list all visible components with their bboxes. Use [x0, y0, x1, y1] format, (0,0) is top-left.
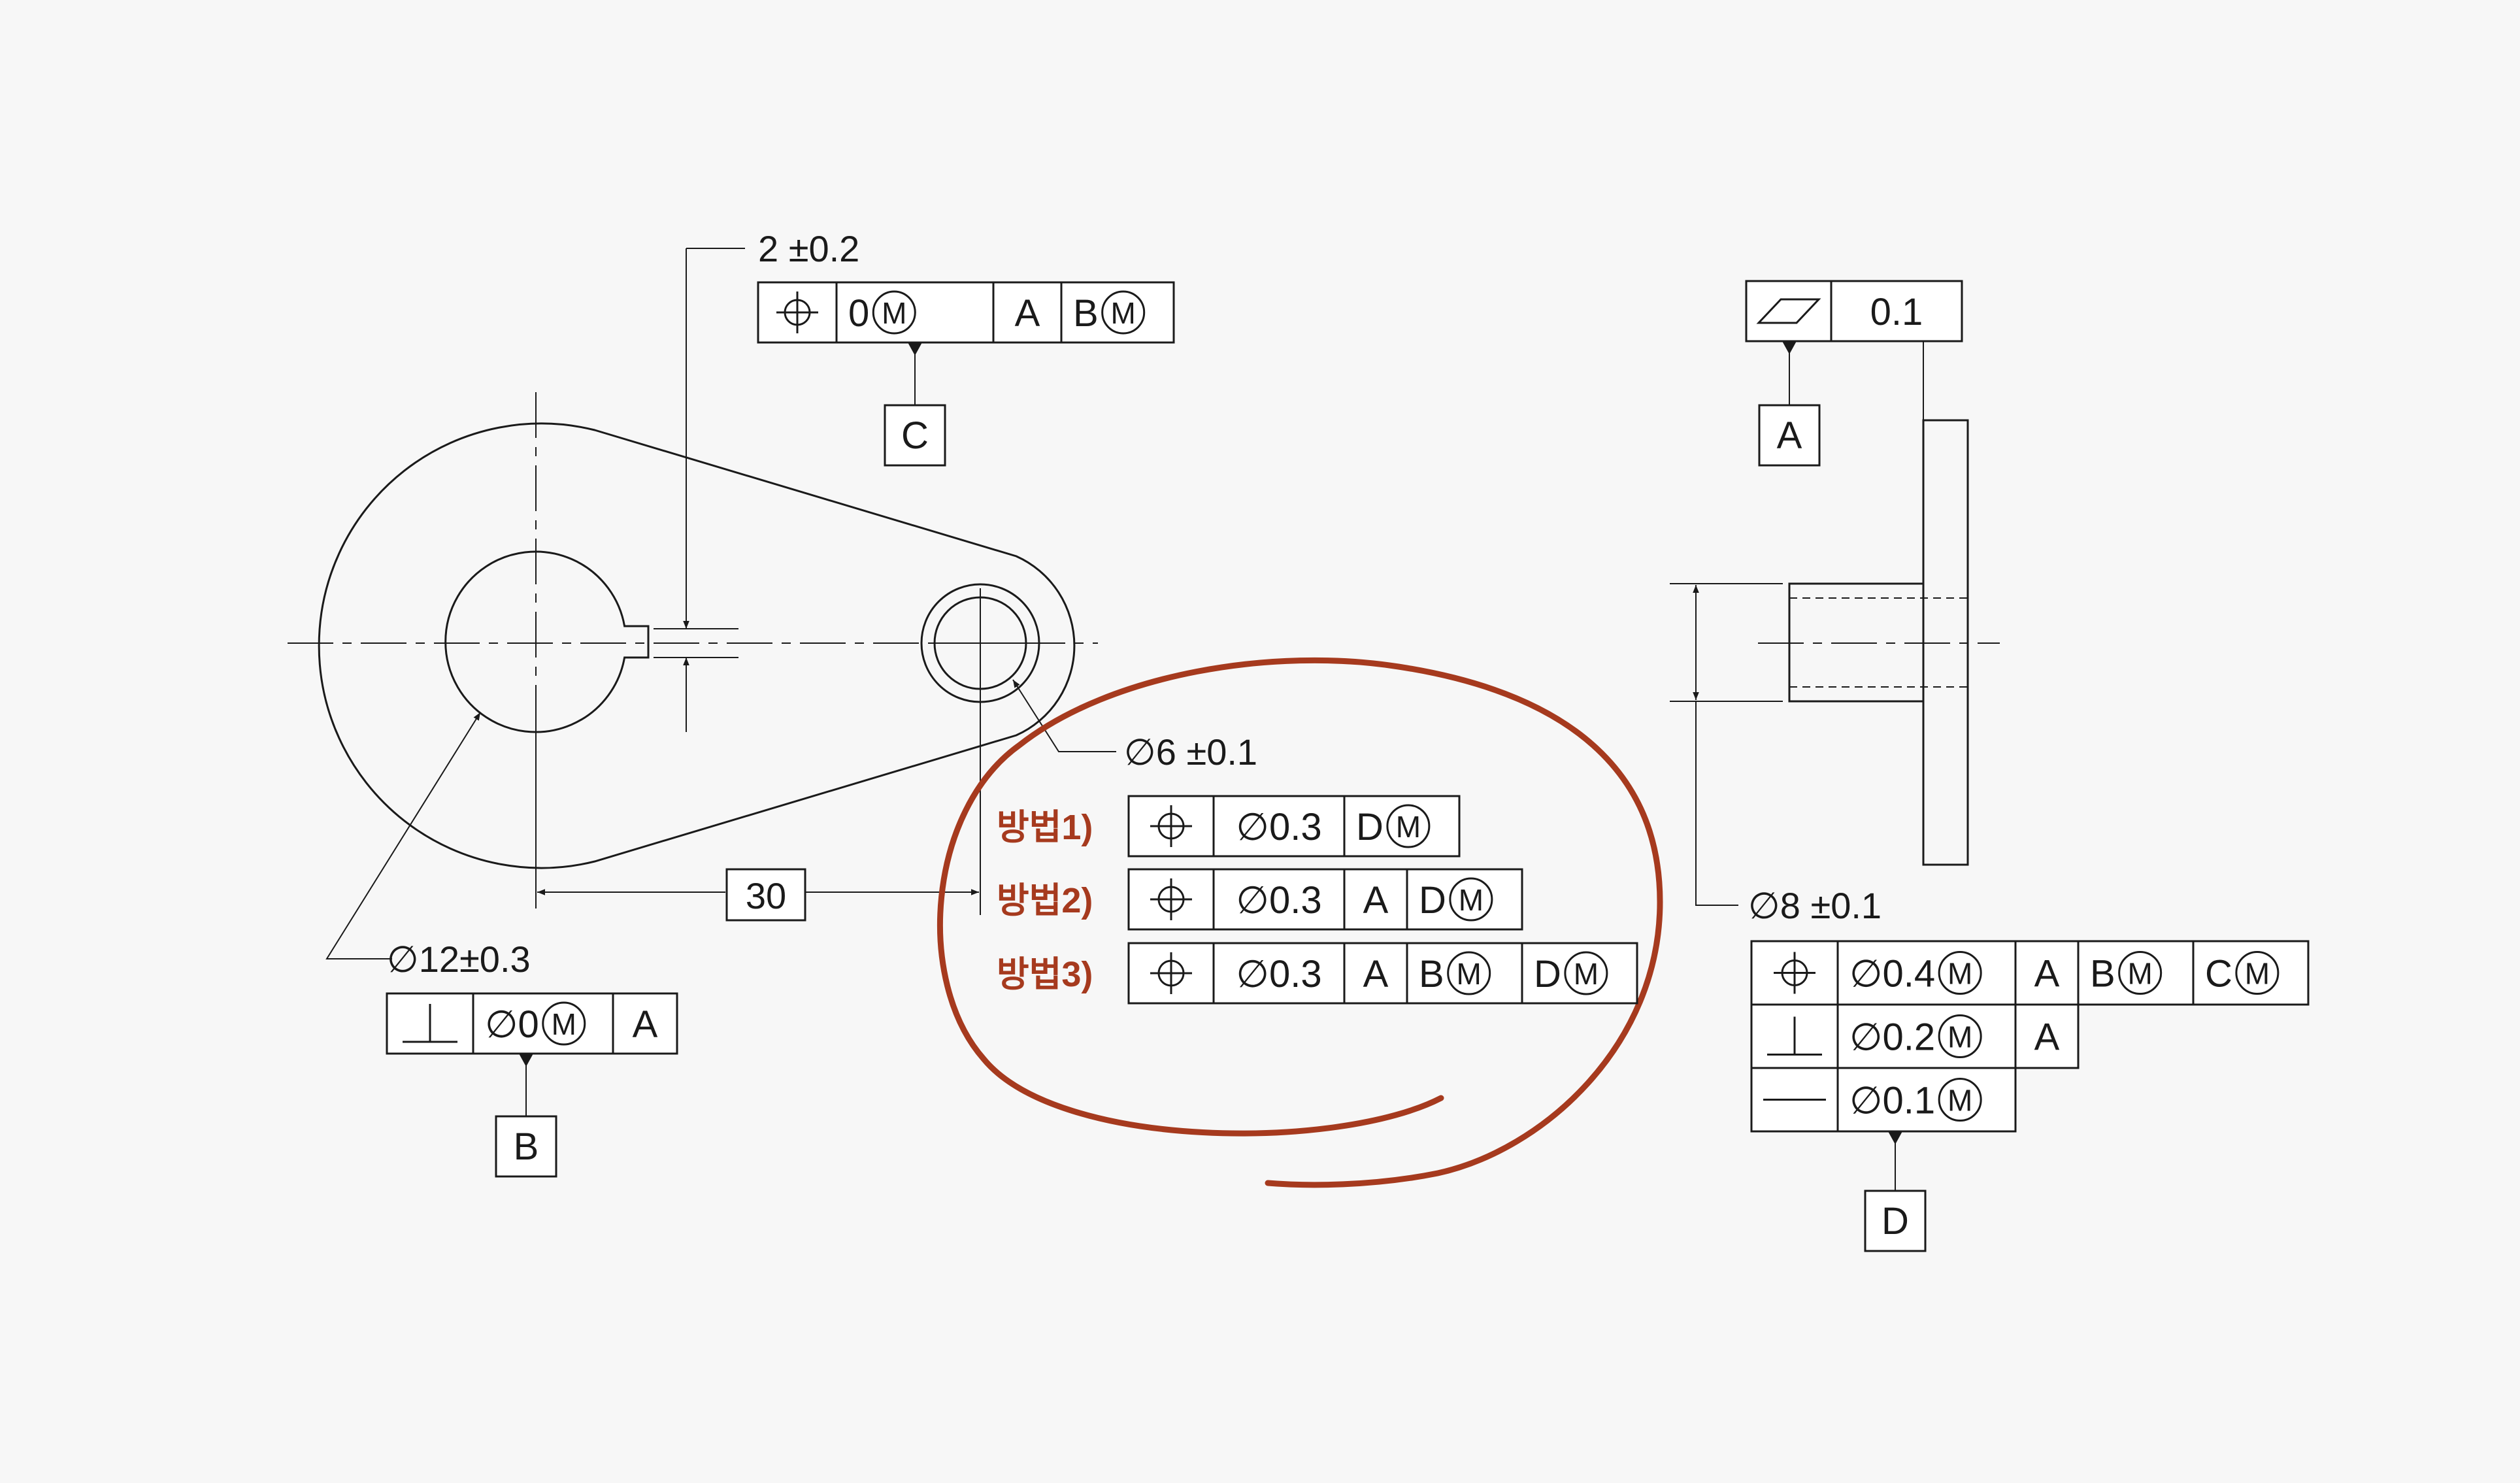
svg-text:M: M	[1459, 883, 1484, 917]
keyway-dimension	[654, 248, 745, 732]
svg-text:M: M	[2128, 957, 2153, 991]
datum-d-label: D	[1864, 1131, 1927, 1252]
fcf-cell-text: ∅0.2	[1849, 1016, 1935, 1059]
position-icon	[1150, 805, 1192, 847]
svg-text:M: M	[1457, 957, 1482, 991]
basic-dim-label: 30	[746, 875, 786, 916]
method-label-2: 방법2)	[997, 881, 1093, 920]
mmc-modifier-icon: M	[2118, 951, 2163, 995]
mmc-modifier-icon: M	[1449, 877, 1493, 922]
svg-text:B: B	[514, 1125, 539, 1168]
svg-text:D: D	[1882, 1200, 1909, 1242]
flatness-fcf: 0.1	[1745, 280, 1963, 342]
fcf-cell-text: D	[1356, 806, 1384, 848]
position-icon	[1150, 952, 1192, 994]
centerlines-front	[288, 392, 1098, 869]
mmc-modifier-icon: M	[542, 1001, 586, 1046]
part-outline	[318, 422, 1076, 869]
fcf-cell-text: A	[1015, 292, 1040, 335]
fcf-cell-text: ∅0.4	[1849, 953, 1935, 995]
position-icon	[1150, 878, 1192, 920]
fcf-cell-text: 0.1	[1870, 291, 1923, 333]
basic-dim-box	[725, 868, 806, 922]
fcf-cell-text: D	[1534, 953, 1561, 995]
fcf-cell-text: ∅0.3	[1236, 879, 1321, 922]
fcf-cell-text: D	[1419, 879, 1446, 922]
fcf-cell-text: A	[2034, 953, 2060, 995]
mmc-modifier-icon: M	[1386, 804, 1431, 848]
mmc-modifier-icon: M	[1564, 951, 1608, 995]
highlight-circle	[937, 657, 1663, 1188]
mmc-modifier-icon: M	[872, 290, 916, 335]
pin-hole-leader	[1012, 679, 1116, 752]
composite-fcf-row-3: ∅0.1 M	[1750, 1067, 2017, 1133]
svg-text:M: M	[1396, 810, 1421, 844]
mmc-modifier-icon: M	[1938, 1078, 1982, 1122]
svg-text:M: M	[1574, 957, 1599, 991]
svg-text:C: C	[901, 414, 929, 457]
composite-fcf-row-2: ∅0.2 M A	[1750, 1003, 2080, 1069]
fcf-cell-text: A	[1363, 879, 1389, 922]
mmc-modifier-icon: M	[1447, 951, 1491, 995]
mmc-modifier-icon: M	[2235, 951, 2280, 995]
fcf-cell-text: ∅0.3	[1236, 806, 1321, 848]
keyed-bore	[444, 550, 650, 733]
datum-c-label: C	[884, 342, 946, 467]
position-icon	[1774, 952, 1815, 994]
part-side-view	[1670, 314, 2000, 906]
bore-size-label: ∅12±0.3	[387, 939, 531, 980]
perpendicularity-icon	[1767, 1016, 1822, 1056]
fcf-cell-text: A	[2034, 1016, 2060, 1059]
datum-b-label: B	[495, 1054, 557, 1178]
fcf-cell-text: B	[2090, 953, 2115, 995]
bore-leader	[325, 712, 481, 959]
datum-a-label: A	[1758, 341, 1821, 467]
flatness-icon	[1756, 298, 1821, 324]
fcf-cell-text: 0	[848, 292, 869, 335]
fcf-cell-text: B	[1419, 953, 1444, 995]
svg-text:M: M	[1948, 1084, 1972, 1118]
mmc-modifier-icon: M	[1101, 290, 1146, 335]
bore-fcf: ∅0 M A	[386, 992, 678, 1055]
svg-text:M: M	[552, 1007, 576, 1041]
fcf-cell-text: B	[1073, 292, 1099, 335]
fcf-cell-text: ∅0.1	[1849, 1080, 1935, 1122]
fcf-cell-text: A	[1363, 953, 1389, 995]
fcf-cell-text: A	[633, 1003, 658, 1046]
method-label-1: 방법1)	[997, 808, 1093, 847]
perpendicularity-icon	[403, 1004, 457, 1043]
mmc-modifier-icon: M	[1938, 951, 1982, 995]
svg-text:M: M	[1948, 1020, 1972, 1054]
part-front-view	[318, 422, 1076, 869]
fcf-cell-text: ∅0	[485, 1003, 539, 1046]
svg-text:M: M	[2245, 957, 2270, 991]
svg-text:M: M	[882, 296, 906, 330]
basic-dimension-30	[535, 693, 981, 922]
svg-text:M: M	[1111, 296, 1136, 330]
position-icon	[776, 292, 818, 333]
fcf-cell-text: C	[2205, 953, 2232, 995]
method-label-3: 방법3)	[997, 955, 1093, 994]
fcf-cell-text: ∅0.3	[1236, 953, 1321, 995]
svg-text:M: M	[1948, 957, 1972, 991]
mmc-modifier-icon: M	[1938, 1014, 1982, 1058]
svg-text:A: A	[1777, 414, 1802, 457]
keyway-size-label: 2 ±0.2	[758, 228, 859, 269]
pin-size-label: ∅8 ±0.1	[1748, 885, 1882, 926]
pin-hole-size-label: ∅6 ±0.1	[1124, 731, 1257, 773]
